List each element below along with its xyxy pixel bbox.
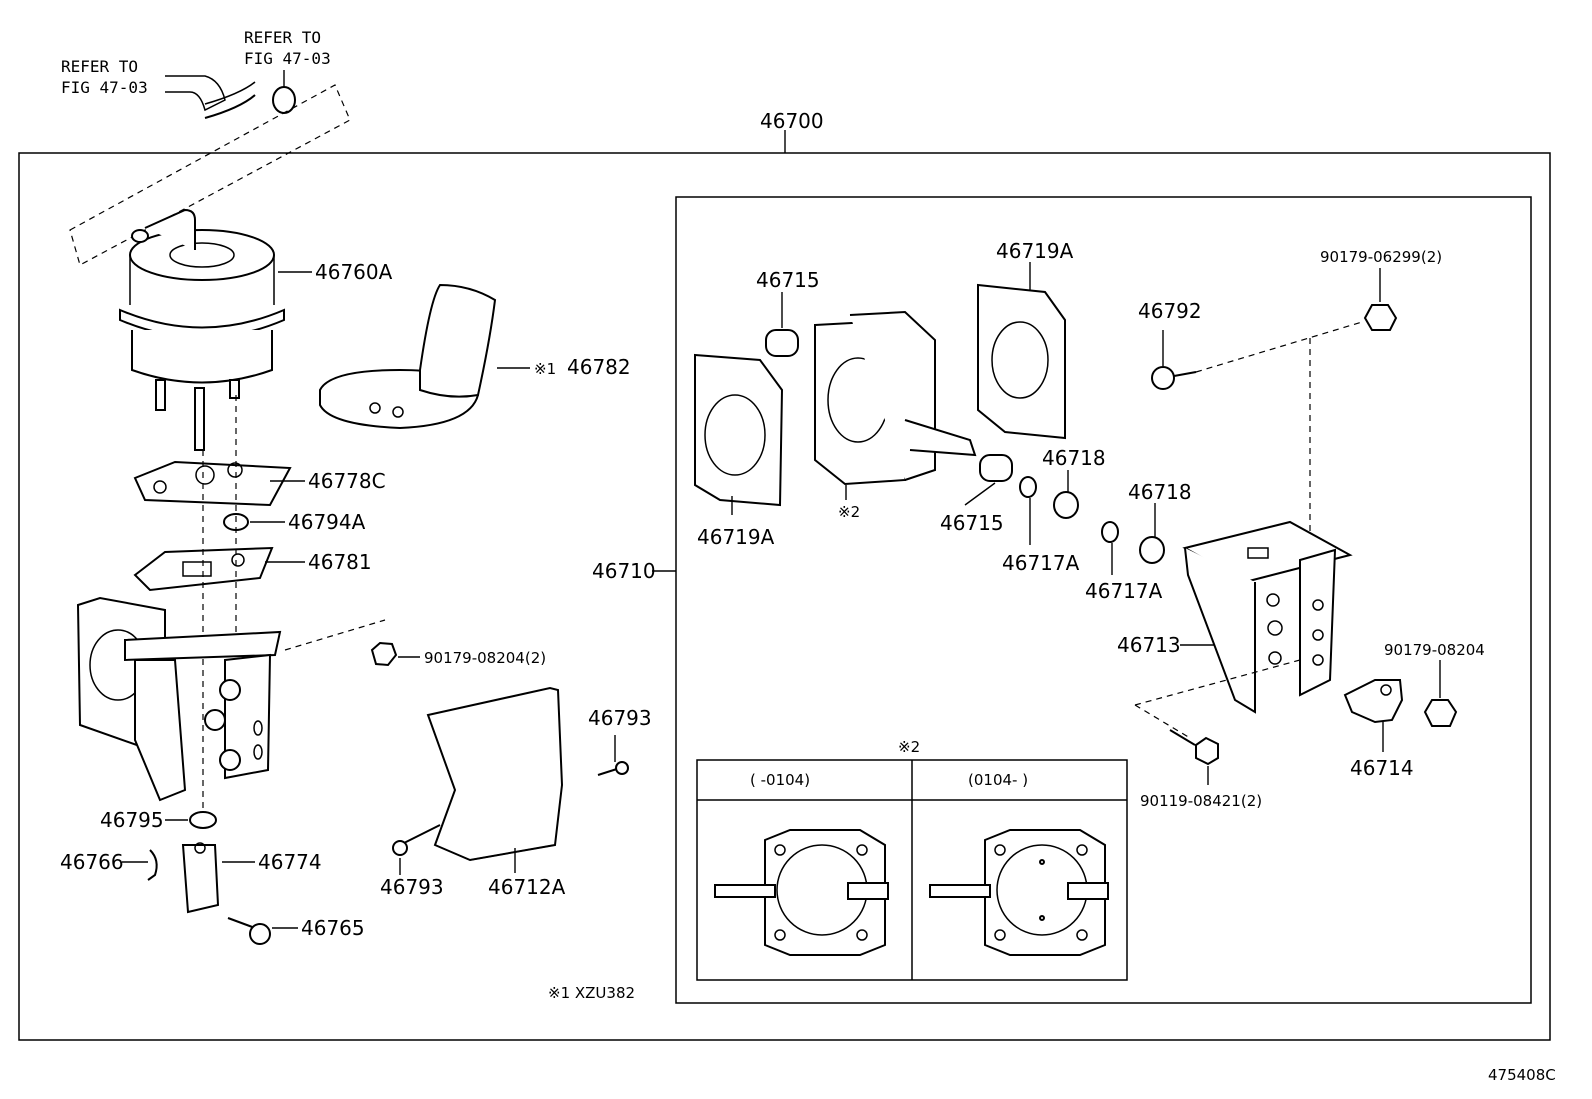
nut-90179-08204: [1423, 699, 1458, 727]
bracket-assembly-left: [76, 596, 282, 802]
bushing-46718-b: [1139, 536, 1165, 564]
refer-top-line2: FIG 47-03: [244, 49, 331, 68]
bolt-90119-08421-2: [1195, 736, 1219, 766]
label-90119-08421-2: 90119-08421(2): [1140, 792, 1262, 810]
inset-throttle-before: [714, 829, 889, 956]
label-90179-08204: 90179-08204: [1384, 641, 1485, 659]
label-46793-bottom: 46793: [380, 875, 444, 899]
label-46760A: 46760A: [315, 260, 393, 284]
figure-code: 475408C: [1488, 1066, 1556, 1084]
label-46718-b: 46718: [1128, 480, 1192, 504]
gasket-46719A-top: [977, 283, 1066, 440]
collar-46795: [189, 811, 217, 829]
refer-dashed-outline: [69, 84, 351, 266]
label-46715-top: 46715: [756, 268, 820, 292]
clip-46766: [147, 849, 158, 881]
label-46795: 46795: [100, 808, 164, 832]
actuator-canister-46760A: [119, 208, 285, 451]
footnote: ※1 XZU382: [548, 984, 635, 1002]
label-46782-mark: ※1: [534, 360, 556, 378]
label-46712A: 46712A: [488, 875, 566, 899]
label-46710: 46710: [592, 559, 656, 583]
label-throttle-mark2: ※2: [838, 503, 860, 521]
bushing-46715-top: [765, 329, 799, 357]
label-46715-mid: 46715: [940, 511, 1004, 535]
clevis-46774: [181, 844, 220, 914]
bracket-46713: [1182, 520, 1353, 714]
bushing-46718-a: [1053, 491, 1079, 519]
label-90179-08204-2: 90179-08204(2): [424, 649, 546, 667]
shield-46712A: [426, 686, 564, 862]
label-46700: 46700: [760, 109, 824, 133]
plate-46781: [133, 546, 274, 592]
label-90179-06299-2: 90179-06299(2): [1320, 248, 1442, 266]
label-46714: 46714: [1350, 756, 1414, 780]
throttle-body: [814, 310, 977, 486]
label-46778C: 46778C: [308, 469, 386, 493]
label-46794A: 46794A: [288, 510, 366, 534]
nut-90179-08204-2: [370, 641, 398, 667]
inset-col1-label: ( -0104): [750, 771, 810, 789]
bushing-46715-mid: [979, 454, 1013, 482]
seal-46717A-a: [1019, 476, 1037, 498]
inset-col2-label: (0104- ): [968, 771, 1028, 789]
cover-46782: [319, 283, 497, 430]
label-46793-top: 46793: [588, 706, 652, 730]
label-46718-a: 46718: [1042, 446, 1106, 470]
bolt-46793-top: [615, 761, 629, 775]
seal-46717A-b: [1101, 521, 1119, 543]
label-46782: 46782: [567, 355, 631, 379]
inset-title: ※2: [898, 738, 920, 756]
pin-46765: [249, 923, 271, 945]
label-46717A-b: 46717A: [1085, 579, 1163, 603]
label-46774: 46774: [258, 850, 322, 874]
refer-top-line1: REFER TO: [244, 28, 321, 47]
label-46792: 46792: [1138, 299, 1202, 323]
bolt-46793-bottom: [392, 840, 408, 856]
nut-90179-06299-2: [1363, 304, 1398, 331]
label-46781: 46781: [308, 550, 372, 574]
inset-throttle-after: [929, 829, 1109, 956]
label-46766: 46766: [60, 850, 124, 874]
lever-46714: [1343, 679, 1404, 724]
label-46719A-top: 46719A: [996, 239, 1074, 263]
label-46717A-a: 46717A: [1002, 551, 1080, 575]
label-46713: 46713: [1117, 633, 1181, 657]
subassembly-frame: [675, 196, 1532, 1004]
refer-left-line1: REFER TO: [61, 57, 138, 76]
hose-clamp: [272, 86, 296, 114]
hose-illustration: [165, 75, 226, 112]
label-46719A-left: 46719A: [697, 525, 775, 549]
bolt-46792: [1151, 366, 1175, 390]
gasket-46719A-left: [694, 353, 784, 507]
hose-pipe: [204, 94, 256, 119]
plate-46778C: [133, 460, 292, 507]
refer-left-line2: FIG 47-03: [61, 78, 148, 97]
label-46765: 46765: [301, 916, 365, 940]
